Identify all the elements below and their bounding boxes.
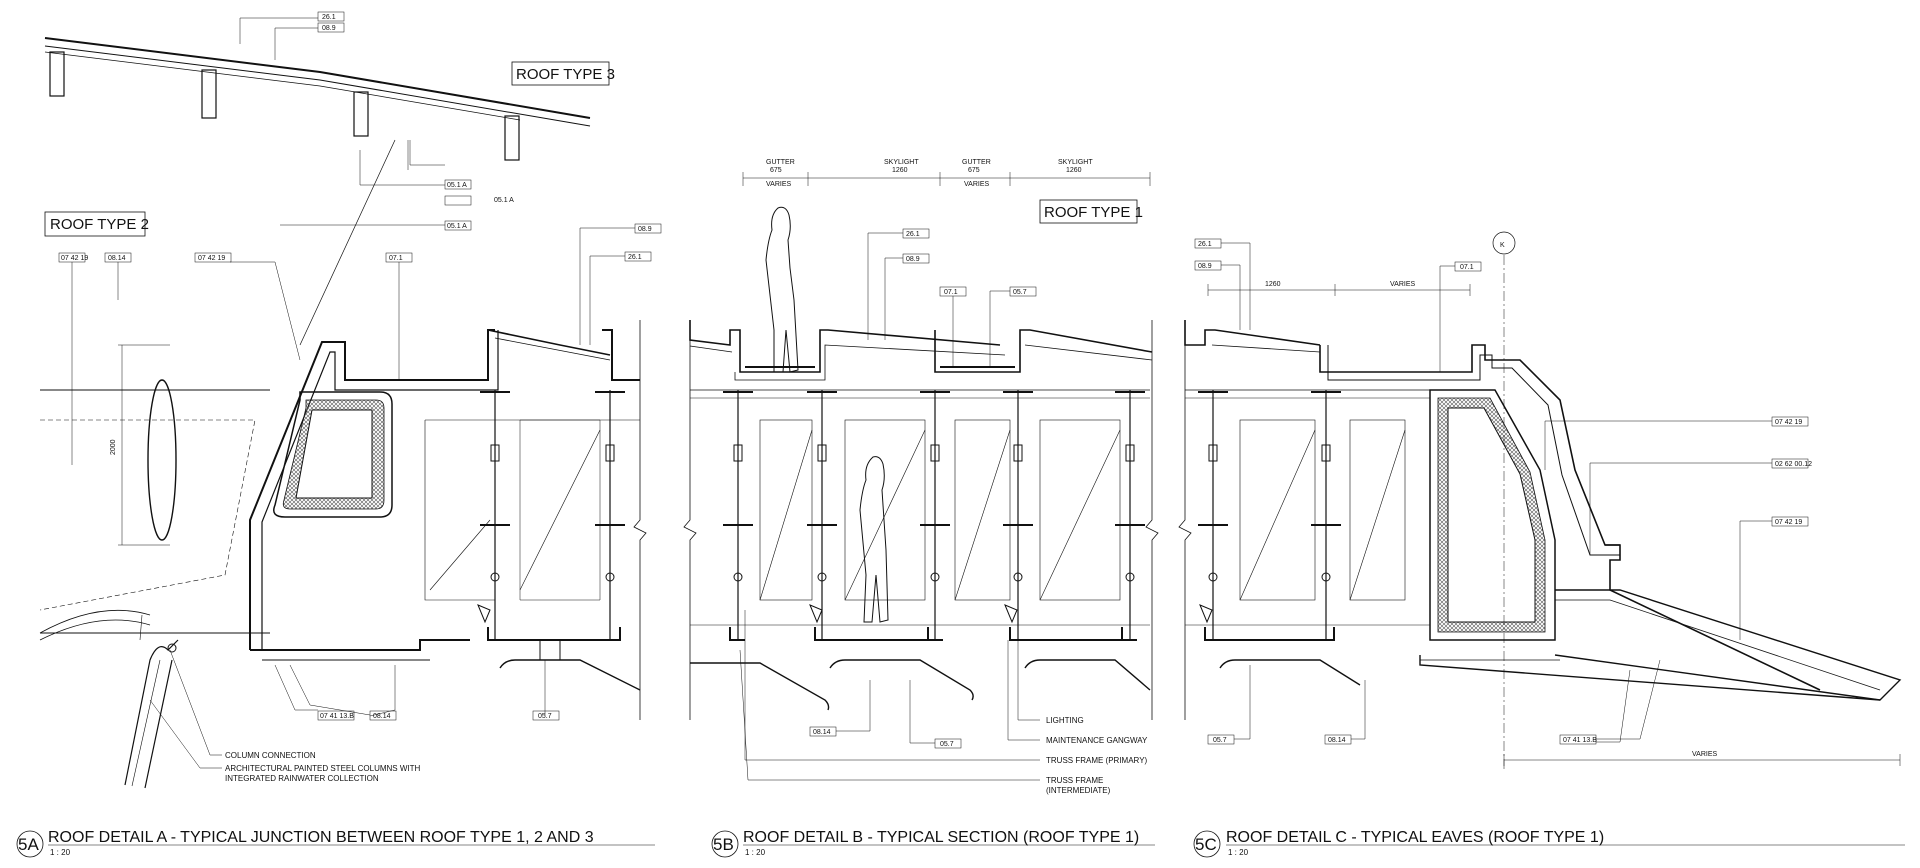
dim-b-gutter1: GUTTER: [766, 159, 795, 166]
tag-b-26-1: 26.1: [906, 231, 920, 238]
roof-type-3-label: ROOF TYPE 3: [516, 66, 615, 83]
tag-c-07413b: 07 41 13.B: [1563, 737, 1597, 744]
tag-a-07-1: 07.1: [389, 255, 403, 262]
detail-a-number: 5A: [18, 835, 39, 854]
tag-c-26-1: 26.1: [1198, 241, 1212, 248]
detail-c-title: ROOF DETAIL C - TYPICAL EAVES (ROOF TYPE…: [1226, 829, 1604, 846]
tag-a-08-9: 08.9: [322, 25, 336, 32]
detail-c-number: 5C: [1195, 835, 1217, 854]
tag-b-08-9: 08.9: [906, 256, 920, 263]
title-block-a: 5A ROOF DETAIL A - TYPICAL JUNCTION BETW…: [16, 829, 655, 858]
detail-a-title: ROOF DETAIL A - TYPICAL JUNCTION BETWEEN…: [48, 829, 594, 846]
tag-a-05-7: 05.7: [538, 713, 552, 720]
title-block-b: 5B ROOF DETAIL B - TYPICAL SECTION (ROOF…: [711, 829, 1155, 858]
tag-c-08-14: 08.14: [1328, 737, 1346, 744]
dim-b-gutter1-val: 675: [770, 167, 782, 174]
tag-a-05-1a-3: 05.1 A: [447, 223, 467, 230]
detail-a-scale: 1 : 20: [50, 848, 71, 857]
tag-a-074219-2: 07 42 19: [198, 255, 225, 262]
tag-c-08-9: 08.9: [1198, 263, 1212, 270]
tag-b-05-7b: 05.7: [940, 741, 954, 748]
detail-b-tags: GUTTER 675 VARIES SKYLIGHT 1260 GUTTER 6…: [766, 159, 1148, 795]
detail-a-tags: 26.1 08.9 05.1 A 05.1 A 05.1 A 07 42 19 …: [61, 14, 652, 783]
tag-a-08-14b: 08.14: [373, 713, 391, 720]
tag-c-05-7: 05.7: [1213, 737, 1227, 744]
tag-a-26-1: 26.1: [322, 14, 336, 21]
dim-a-2000: 2000: [110, 439, 117, 455]
tag-a-08-9b: 08.9: [638, 226, 652, 233]
dim-b-varies2: VARIES: [964, 181, 989, 188]
tag-a-07413b: 07 41 13.B: [320, 713, 354, 720]
tag-a-08-14: 08.14: [108, 255, 126, 262]
roof-type-2-label: ROOF TYPE 2: [50, 216, 149, 233]
tag-b-08-14: 08.14: [813, 729, 831, 736]
detail-b-annotations: [739, 172, 1151, 781]
dim-b-varies1: VARIES: [766, 181, 791, 188]
dim-c-varies: VARIES: [1390, 281, 1415, 288]
detail-a-drawing: [39, 37, 647, 789]
dim-b-skylight1: SKYLIGHT: [884, 159, 919, 166]
note-columns-line2: INTEGRATED RAINWATER COLLECTION: [225, 774, 379, 783]
note-lighting: LIGHTING: [1046, 716, 1084, 725]
tag-a-26-1b: 26.1: [628, 254, 642, 261]
detail-c-scale: 1 : 20: [1228, 848, 1249, 857]
detail-c-annotations: [1194, 238, 1901, 766]
detail-c-tags: 26.1 08.9 1260 VARIES 07.1 K 07 42 19 02…: [1198, 241, 1812, 758]
dim-c-1260: 1260: [1265, 281, 1281, 288]
note-columns-line1: ARCHITECTURAL PAINTED STEEL COLUMNS WITH: [225, 764, 421, 773]
tag-c-07-1: 07.1: [1460, 264, 1474, 271]
dim-b-skylight2: SKYLIGHT: [1058, 159, 1093, 166]
tag-c-074219-1: 07 42 19: [1775, 419, 1802, 426]
detail-a-annotations: [58, 11, 662, 769]
detail-c-drawing: [1178, 231, 1902, 770]
dim-b-skylight1-val: 1260: [892, 167, 908, 174]
note-maintenance-gangway: MAINTENANCE GANGWAY: [1046, 736, 1148, 745]
tag-c-074219-2: 07 42 19: [1775, 519, 1802, 526]
tag-a-05-1a-2: 05.1 A: [494, 197, 514, 204]
tag-a-074219-1: 07 42 19: [61, 255, 88, 262]
note-truss-intermediate-1: TRUSS FRAME: [1046, 776, 1103, 785]
dim-b-skylight2-val: 1260: [1066, 167, 1082, 174]
note-column-connection: COLUMN CONNECTION: [225, 751, 316, 760]
roof-type-1-label: ROOF TYPE 1: [1044, 204, 1143, 221]
dim-b-gutter2: GUTTER: [962, 159, 991, 166]
tag-c-026200: 02 62 00.12: [1775, 461, 1812, 468]
note-truss-intermediate-2: (INTERMEDIATE): [1046, 786, 1111, 795]
dim-c-varies-bottom: VARIES: [1692, 751, 1717, 758]
tag-b-05-7: 05.7: [1013, 289, 1027, 296]
tag-a-05-1a-1: 05.1 A: [447, 182, 467, 189]
title-block-c: 5C ROOF DETAIL C - TYPICAL EAVES (ROOF T…: [1193, 829, 1905, 858]
detail-b-drawing: [683, 206, 1159, 720]
detail-b-number: 5B: [713, 835, 734, 854]
note-truss-primary: TRUSS FRAME (PRIMARY): [1046, 756, 1148, 765]
dim-b-gutter2-val: 675: [968, 167, 980, 174]
roof-type-labels: ROOF TYPE 3 ROOF TYPE 2 ROOF TYPE 1: [44, 61, 1143, 237]
tag-b-07-1: 07.1: [944, 289, 958, 296]
grid-c-k: K: [1500, 242, 1505, 249]
detail-b-scale: 1 : 20: [745, 848, 766, 857]
detail-b-title: ROOF DETAIL B - TYPICAL SECTION (ROOF TY…: [743, 829, 1139, 846]
